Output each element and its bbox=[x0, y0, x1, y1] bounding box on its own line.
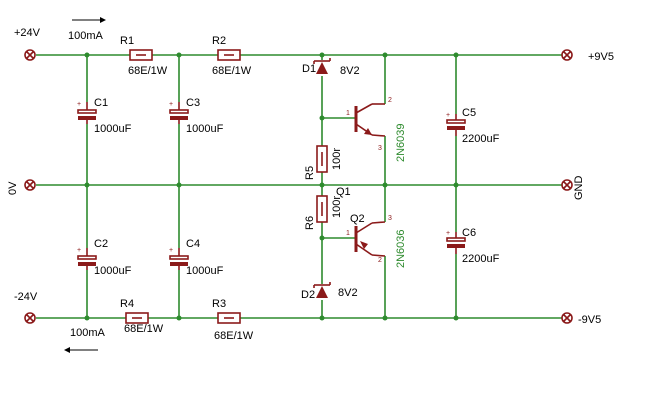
c4-value: 1000uF bbox=[186, 265, 224, 277]
junction-dot bbox=[176, 182, 182, 188]
terminal-gnd bbox=[561, 179, 573, 191]
r6-ref: R6 bbox=[304, 216, 316, 230]
svg-text:+: + bbox=[169, 101, 173, 108]
r5-value: 100r bbox=[331, 148, 343, 170]
transistor-q1: 1 2 3 bbox=[346, 97, 392, 152]
transistor-q2: 1 2 3 bbox=[346, 215, 392, 264]
junction-dot bbox=[319, 52, 325, 58]
r2-ref: R2 bbox=[212, 35, 226, 47]
capacitor-c2: + bbox=[77, 247, 97, 270]
c2-value: 1000uF bbox=[94, 265, 132, 277]
c4-ref: C4 bbox=[186, 238, 200, 250]
junction-dot bbox=[319, 182, 325, 188]
c5-ref: C5 bbox=[462, 107, 476, 119]
terminal-label-pos9v5: +9V5 bbox=[588, 51, 614, 63]
terminal-pos9v5 bbox=[561, 49, 573, 61]
r6-value: 100r bbox=[331, 196, 343, 218]
junction-dot bbox=[84, 315, 90, 321]
resistor-r2 bbox=[217, 49, 241, 61]
d2-value: 8V2 bbox=[338, 287, 358, 299]
q1-pin-2: 2 bbox=[388, 97, 392, 104]
capacitor-c4: + bbox=[169, 247, 189, 270]
q2-pin-1: 1 bbox=[346, 230, 350, 237]
current-arrow-bottom bbox=[64, 347, 98, 353]
q1-ref: Q1 bbox=[336, 186, 351, 198]
capacitor-c6: + bbox=[446, 230, 466, 254]
resistor-r6 bbox=[316, 195, 328, 223]
terminal-neg24 bbox=[24, 312, 36, 324]
c3-value: 1000uF bbox=[186, 123, 224, 135]
resistor-r3 bbox=[217, 312, 241, 324]
junction-dot bbox=[84, 52, 90, 58]
capacitor-c5: + bbox=[446, 112, 466, 136]
svg-text:+: + bbox=[77, 101, 81, 108]
junction-dot bbox=[176, 315, 182, 321]
capacitor-c1: + bbox=[77, 101, 97, 124]
r3-value: 68E/1W bbox=[214, 330, 254, 342]
junction-dot bbox=[382, 182, 388, 188]
terminal-label-pos24: +24V bbox=[14, 27, 41, 39]
resistor-r4 bbox=[125, 312, 149, 324]
resistor-r1 bbox=[129, 49, 153, 61]
junction-dot bbox=[382, 52, 388, 58]
terminal-neg9v5 bbox=[561, 312, 573, 324]
q2-pin-3: 3 bbox=[388, 215, 392, 222]
d1-ref: D1 bbox=[302, 63, 316, 75]
svg-text:+: + bbox=[169, 247, 173, 254]
d1-value: 8V2 bbox=[340, 65, 360, 77]
junctions bbox=[84, 52, 459, 321]
r4-ref: R4 bbox=[120, 298, 134, 310]
q2-pin-2: 2 bbox=[378, 257, 382, 264]
current-arrow-top bbox=[72, 17, 106, 23]
c5-value: 2200uF bbox=[462, 133, 500, 145]
junction-dot bbox=[319, 315, 325, 321]
terminal-zero bbox=[24, 179, 36, 191]
terminal-label-gnd: GND bbox=[573, 176, 585, 201]
r4-value: 68E/1W bbox=[124, 323, 164, 335]
terminal-label-neg24: -24V bbox=[14, 291, 38, 303]
c6-ref: C6 bbox=[462, 227, 476, 239]
junction-dot bbox=[176, 52, 182, 58]
q1-pin-3: 3 bbox=[378, 145, 382, 152]
r1-ref: R1 bbox=[120, 35, 134, 47]
capacitor-c3: + bbox=[169, 101, 189, 124]
junction-dot bbox=[382, 315, 388, 321]
q2-ref: Q2 bbox=[350, 213, 365, 225]
c6-value: 2200uF bbox=[462, 253, 500, 265]
terminal-pos24 bbox=[24, 49, 36, 61]
svg-text:+: + bbox=[77, 247, 81, 254]
svg-text:+: + bbox=[446, 112, 450, 119]
c3-ref: C3 bbox=[186, 97, 200, 109]
q2-value: 2N6036 bbox=[395, 229, 407, 268]
wires bbox=[36, 54, 562, 319]
r1-value: 68E/1W bbox=[128, 65, 168, 77]
q1-pin-1: 1 bbox=[346, 110, 350, 117]
q1-value: 2N6039 bbox=[395, 123, 407, 162]
junction-dot bbox=[453, 182, 459, 188]
terminal-label-neg9v5: -9V5 bbox=[578, 314, 601, 326]
terminal-label-zero: 0V bbox=[7, 181, 19, 195]
r2-value: 68E/1W bbox=[212, 65, 252, 77]
c1-ref: C1 bbox=[94, 97, 108, 109]
junction-dot bbox=[453, 315, 459, 321]
junction-dot bbox=[84, 182, 90, 188]
r5-ref: R5 bbox=[304, 166, 316, 180]
junction-dot bbox=[319, 115, 325, 121]
junction-dot bbox=[453, 52, 459, 58]
c2-ref: C2 bbox=[94, 238, 108, 250]
zener-diode-d1 bbox=[313, 58, 331, 74]
c1-value: 1000uF bbox=[94, 123, 132, 135]
current-label-top: 100mA bbox=[68, 30, 104, 42]
r3-ref: R3 bbox=[212, 298, 226, 310]
zener-diode-d2 bbox=[313, 282, 331, 298]
d2-ref: D2 bbox=[301, 289, 315, 301]
svg-text:+: + bbox=[446, 230, 450, 237]
current-label-bottom: 100mA bbox=[70, 327, 106, 339]
resistor-r5 bbox=[316, 145, 328, 173]
junction-dot bbox=[319, 235, 325, 241]
